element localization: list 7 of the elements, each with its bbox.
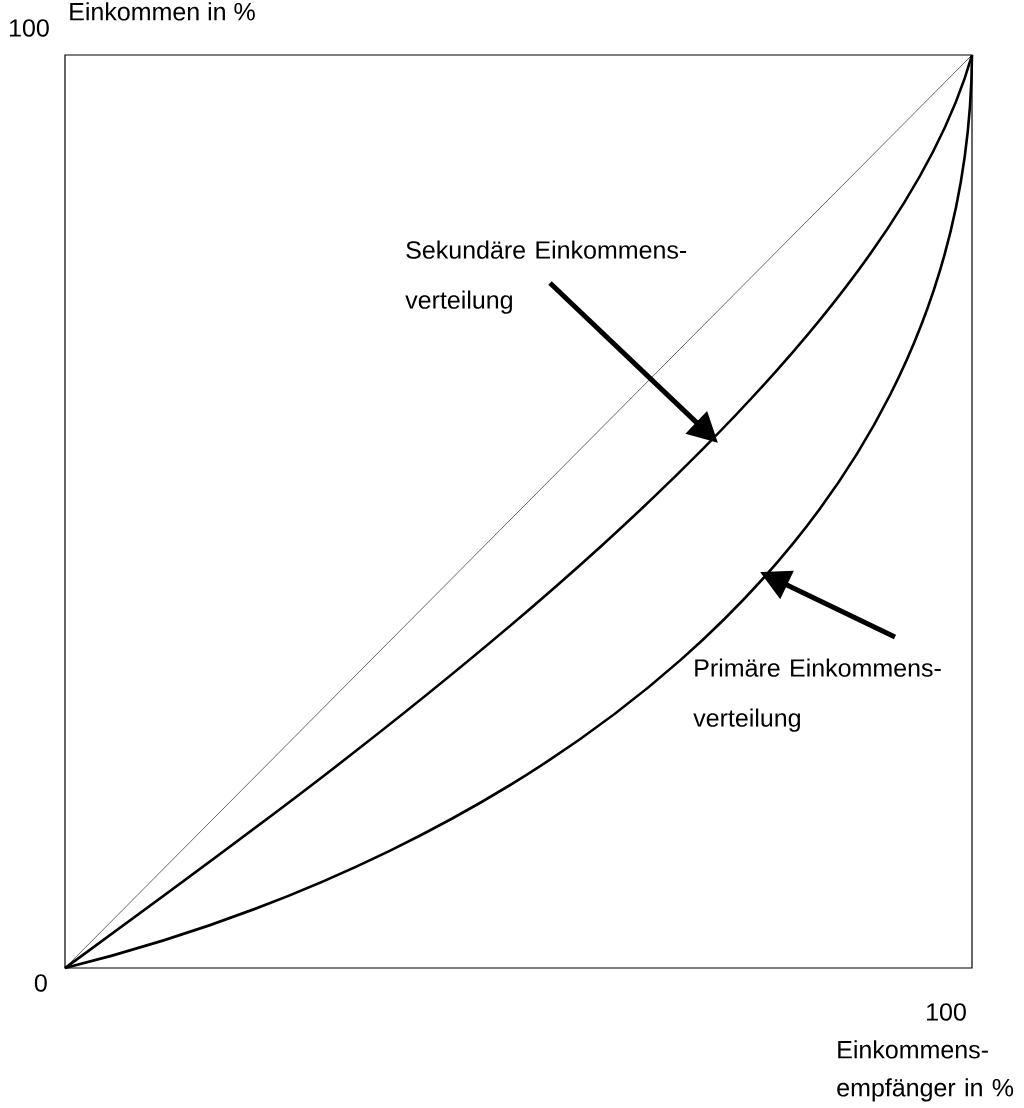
tick-label: 100 (927, 1003, 966, 1021)
curve-label: Primäre Einkommens- verteilung (693, 658, 941, 732)
axis-title: Einkommens- empfänger in % (837, 1040, 1014, 1102)
curve-label: Sekundäre Einkommens- verteilung (405, 240, 687, 314)
tick-label: 100 (10, 19, 49, 37)
tick-label: 0 (34, 974, 47, 992)
axis-title: Einkommen in % (70, 2, 255, 21)
